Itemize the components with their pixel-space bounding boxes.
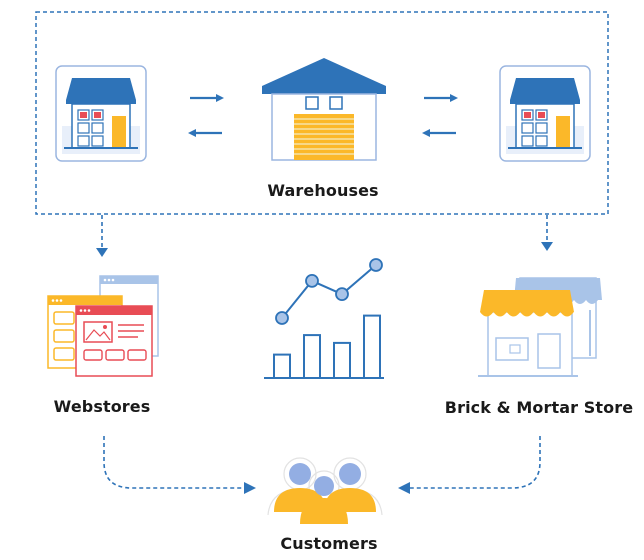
flow-arrow-brick-store-to-customers [398, 436, 541, 494]
webstores-label: Webstores [53, 397, 151, 416]
flow-arrow-to-brick-store [541, 215, 553, 251]
growth-chart-line [281, 264, 377, 319]
warehouse-group-border [35, 11, 609, 215]
growth-chart-bar [273, 353, 291, 380]
brick-store-icon [478, 277, 602, 377]
shop-icon-left [55, 65, 147, 162]
growth-chart-point [335, 287, 349, 302]
growth-chart-point [305, 273, 319, 288]
growth-chart-point [275, 311, 289, 325]
brick-mortar-store-label: Brick & Mortar Store [444, 398, 634, 417]
customers-label: Customers [280, 534, 378, 553]
growth-chart-icon [264, 258, 384, 380]
warehouse-icon [262, 58, 386, 161]
growth-chart-bar [303, 334, 321, 380]
growth-chart-bar [363, 314, 381, 380]
shop-icon-right [499, 65, 591, 162]
warehouses-label: Warehouses [267, 181, 379, 200]
webstore-windows-icon [47, 275, 159, 377]
flow-arrow-to-webstores [96, 215, 108, 257]
growth-chart-bar [333, 341, 351, 379]
customers-group-icon [267, 457, 383, 524]
two-way-arrows-icon [188, 94, 224, 137]
two-way-arrows-icon-right [422, 94, 458, 137]
flow-arrow-webstores-to-customers [103, 436, 256, 494]
growth-chart-point [369, 258, 383, 272]
